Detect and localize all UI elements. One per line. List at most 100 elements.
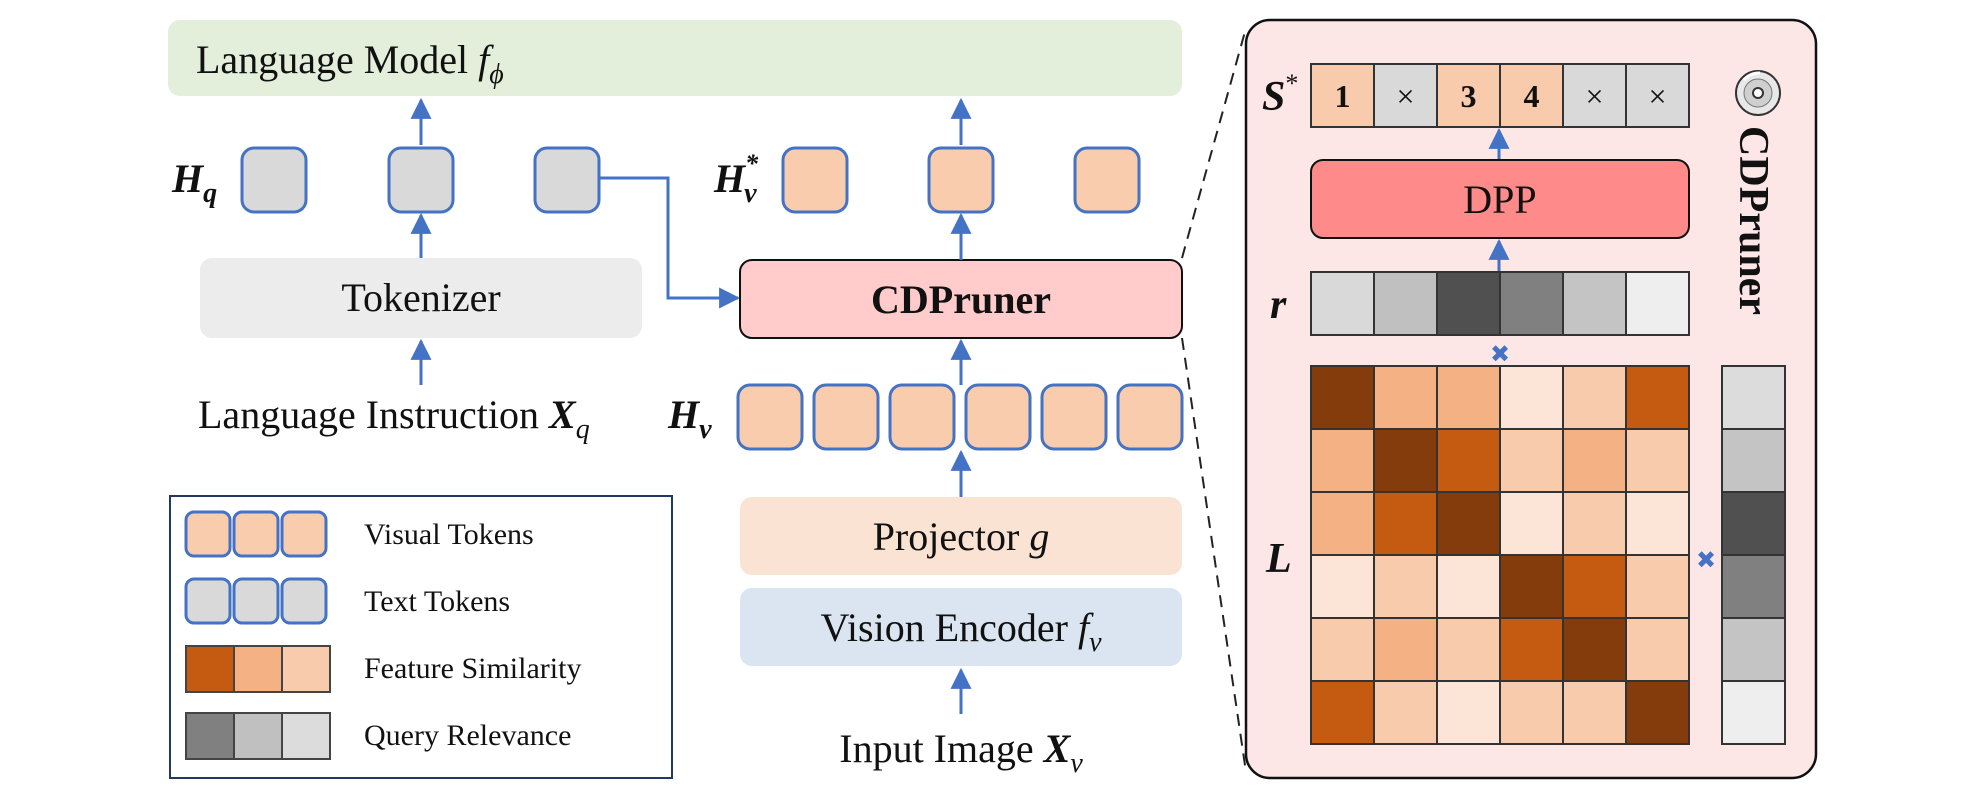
selection-cell-bg: [1436, 63, 1501, 128]
language-instruction-label: Language Instruction Xq: [198, 392, 590, 445]
similarity-cell: [1499, 554, 1564, 619]
text-token: [533, 146, 601, 214]
relevance-column-cell: [1721, 491, 1786, 556]
legend-swatch: [281, 645, 331, 693]
visual-token: [1116, 383, 1184, 451]
relevance-cell: [1625, 271, 1690, 336]
text-token: [240, 146, 308, 214]
relevance-cell: [1499, 271, 1564, 336]
multiply-icon: ✖: [1696, 546, 1716, 574]
similarity-cell: [1499, 491, 1564, 556]
projector-label: Projector g: [873, 514, 1050, 559]
selection-cell-label: ×: [1585, 78, 1603, 114]
zoom-line-top: [1181, 27, 1247, 259]
input-image-label: Input Image Xv: [839, 726, 1083, 779]
selection-cell: ×: [1625, 63, 1690, 128]
legend-swatch: [280, 510, 328, 558]
similarity-cell: [1499, 365, 1564, 430]
selection-cell-bg: [1562, 63, 1627, 128]
legend-swatch: [185, 712, 235, 760]
tokenizer-block: Tokenizer: [200, 258, 642, 338]
similarity-cell: [1310, 491, 1375, 556]
legend-swatch: [232, 577, 280, 625]
selection-cell-bg: [1373, 63, 1438, 128]
legend-item: Visual Tokens: [184, 510, 534, 558]
similarity-cell: [1373, 680, 1438, 745]
legend-label: Visual Tokens: [364, 518, 534, 551]
relevance-cell: [1562, 271, 1627, 336]
similarity-cell: [1562, 428, 1627, 493]
similarity-cell: [1499, 428, 1564, 493]
relevance-column-cell: [1721, 617, 1786, 682]
legend-swatch: [280, 577, 328, 625]
legend-item: Query Relevance: [185, 712, 571, 760]
legend-item: Feature Similarity: [185, 645, 581, 693]
similarity-cell: [1310, 617, 1375, 682]
visual-token: [1040, 383, 1108, 451]
language-model-label: Language Model fϕ: [196, 37, 504, 90]
projector-block: Projector g: [740, 497, 1182, 575]
arrow-hq-to-cdpruner: [599, 176, 741, 309]
relevance-column-cell: [1721, 428, 1786, 493]
relevance-column-cell: [1721, 680, 1786, 745]
legend-label: Query Relevance: [364, 719, 571, 752]
legend-label: Text Tokens: [364, 585, 510, 618]
similarity-cell: [1499, 680, 1564, 745]
similarity-cell: [1310, 428, 1375, 493]
dpp-label: DPP: [1463, 177, 1536, 222]
legend-item: Text Tokens: [184, 577, 510, 625]
legend-label: Feature Similarity: [364, 652, 581, 685]
text-token: [387, 146, 455, 214]
similarity-cell: [1625, 617, 1690, 682]
selection-cell-label: ×: [1648, 78, 1666, 114]
visual-token: [964, 383, 1032, 451]
similarity-cell: [1436, 617, 1501, 682]
vision-encoder-bg: [740, 588, 1182, 666]
zoom-line-bottom: [1181, 337, 1247, 773]
similarity-cell: [1625, 680, 1690, 745]
legend-swatch: [184, 577, 232, 625]
similarity-cell: [1499, 617, 1564, 682]
panel-title: CDPruner: [1730, 126, 1776, 315]
l-label: L: [1265, 536, 1292, 582]
selection-cell: ×: [1562, 63, 1627, 128]
similarity-cell: [1625, 491, 1690, 556]
similarity-cell: [1625, 428, 1690, 493]
similarity-cell: [1562, 554, 1627, 619]
similarity-cell: [1625, 365, 1690, 430]
legend-swatch: [281, 712, 331, 760]
similarity-cell: [1562, 365, 1627, 430]
similarity-cell: [1373, 491, 1438, 556]
vision-encoder-block: Vision Encoder fv: [740, 588, 1182, 666]
similarity-cell: [1310, 554, 1375, 619]
relevance-cell: [1436, 271, 1501, 336]
tokenizer-label: Tokenizer: [341, 275, 500, 320]
relevance-column-cell: [1721, 554, 1786, 619]
legend-swatch: [233, 645, 283, 693]
s-star-label: S*: [1262, 69, 1298, 120]
legend-swatch: [232, 510, 280, 558]
similarity-cell: [1373, 365, 1438, 430]
selection-cell: 1: [1310, 63, 1375, 128]
similarity-cell: [1373, 554, 1438, 619]
hv-label: Hv: [667, 392, 712, 445]
relevance-cell: [1310, 271, 1375, 336]
hq-label: Hq: [171, 156, 217, 209]
language-model-bg: [168, 20, 1182, 96]
r-label: r: [1270, 282, 1287, 328]
similarity-cell: [1436, 491, 1501, 556]
visual-token: [1073, 146, 1141, 214]
similarity-cell: [1562, 617, 1627, 682]
similarity-cell: [1436, 428, 1501, 493]
vision-encoder-label: Vision Encoder fv: [820, 605, 1102, 658]
selection-cell-label: 4: [1524, 78, 1540, 114]
similarity-cell: [1436, 680, 1501, 745]
selection-cell-bg: [1499, 63, 1564, 128]
visual-token: [812, 383, 880, 451]
similarity-cell: [1310, 680, 1375, 745]
similarity-cell: [1562, 680, 1627, 745]
relevance-cell: [1373, 271, 1438, 336]
